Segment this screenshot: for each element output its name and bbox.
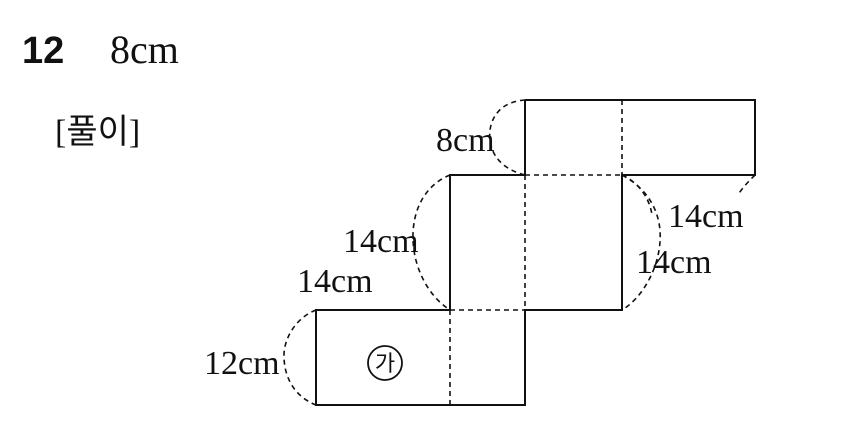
arc-top-left <box>488 99 526 176</box>
label-right-fold-lower: 14cm <box>636 244 712 281</box>
label-right-fold-upper: 14cm <box>668 198 744 235</box>
face-marker-circle <box>367 345 403 381</box>
face-marker-label: 가 <box>375 351 395 376</box>
answer-text: 8cm <box>110 27 179 72</box>
label-upper-left-edge: 14cm <box>343 223 419 260</box>
problem-number: 12 <box>22 30 64 72</box>
arc-bottom-left <box>283 309 317 406</box>
arc-right-upper <box>621 174 653 216</box>
arc-right-lower <box>621 174 661 311</box>
label-lower-left-edge: 14cm <box>297 263 373 300</box>
label-bottom-left-edge: 12cm <box>204 345 280 382</box>
solution-label: [풀이] <box>55 114 140 151</box>
arc-upper-left <box>412 174 451 311</box>
arc-right-tip <box>737 174 756 196</box>
label-top-edge: 8cm <box>436 122 495 159</box>
